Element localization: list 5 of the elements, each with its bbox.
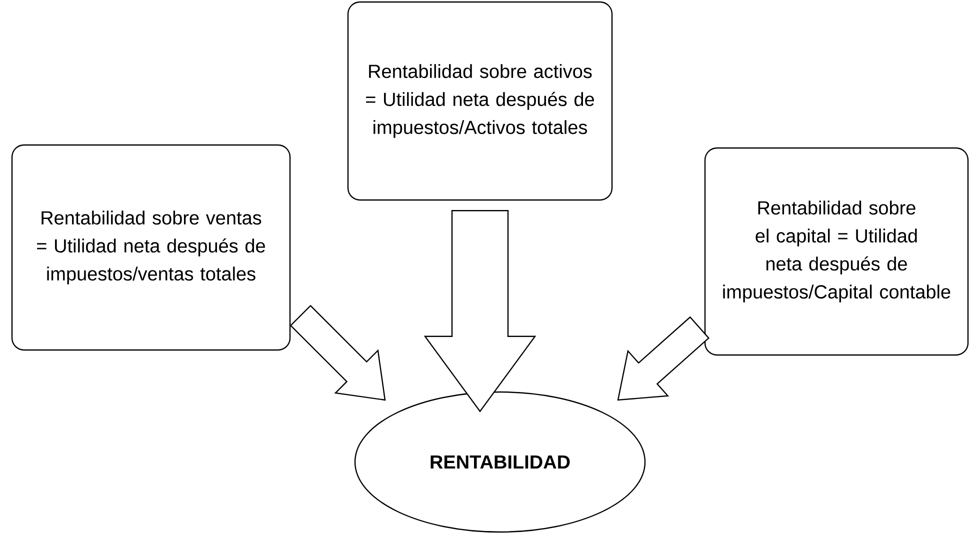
block-arrow (424, 210, 536, 412)
text-box: Rentabilidad sobre el capital = Utilidad neta después de impuestos/Capital contable (704, 147, 969, 356)
ellipse-node: RENTABILIDAD (354, 391, 646, 533)
text-box: Rentabilidad sobre ventas = Utilidad neta después de impuestos/ventas totales (11, 144, 291, 351)
text-box: Rentabilidad sobre activos = Utilidad neta después de impuestos/Activos totales (347, 1, 613, 201)
